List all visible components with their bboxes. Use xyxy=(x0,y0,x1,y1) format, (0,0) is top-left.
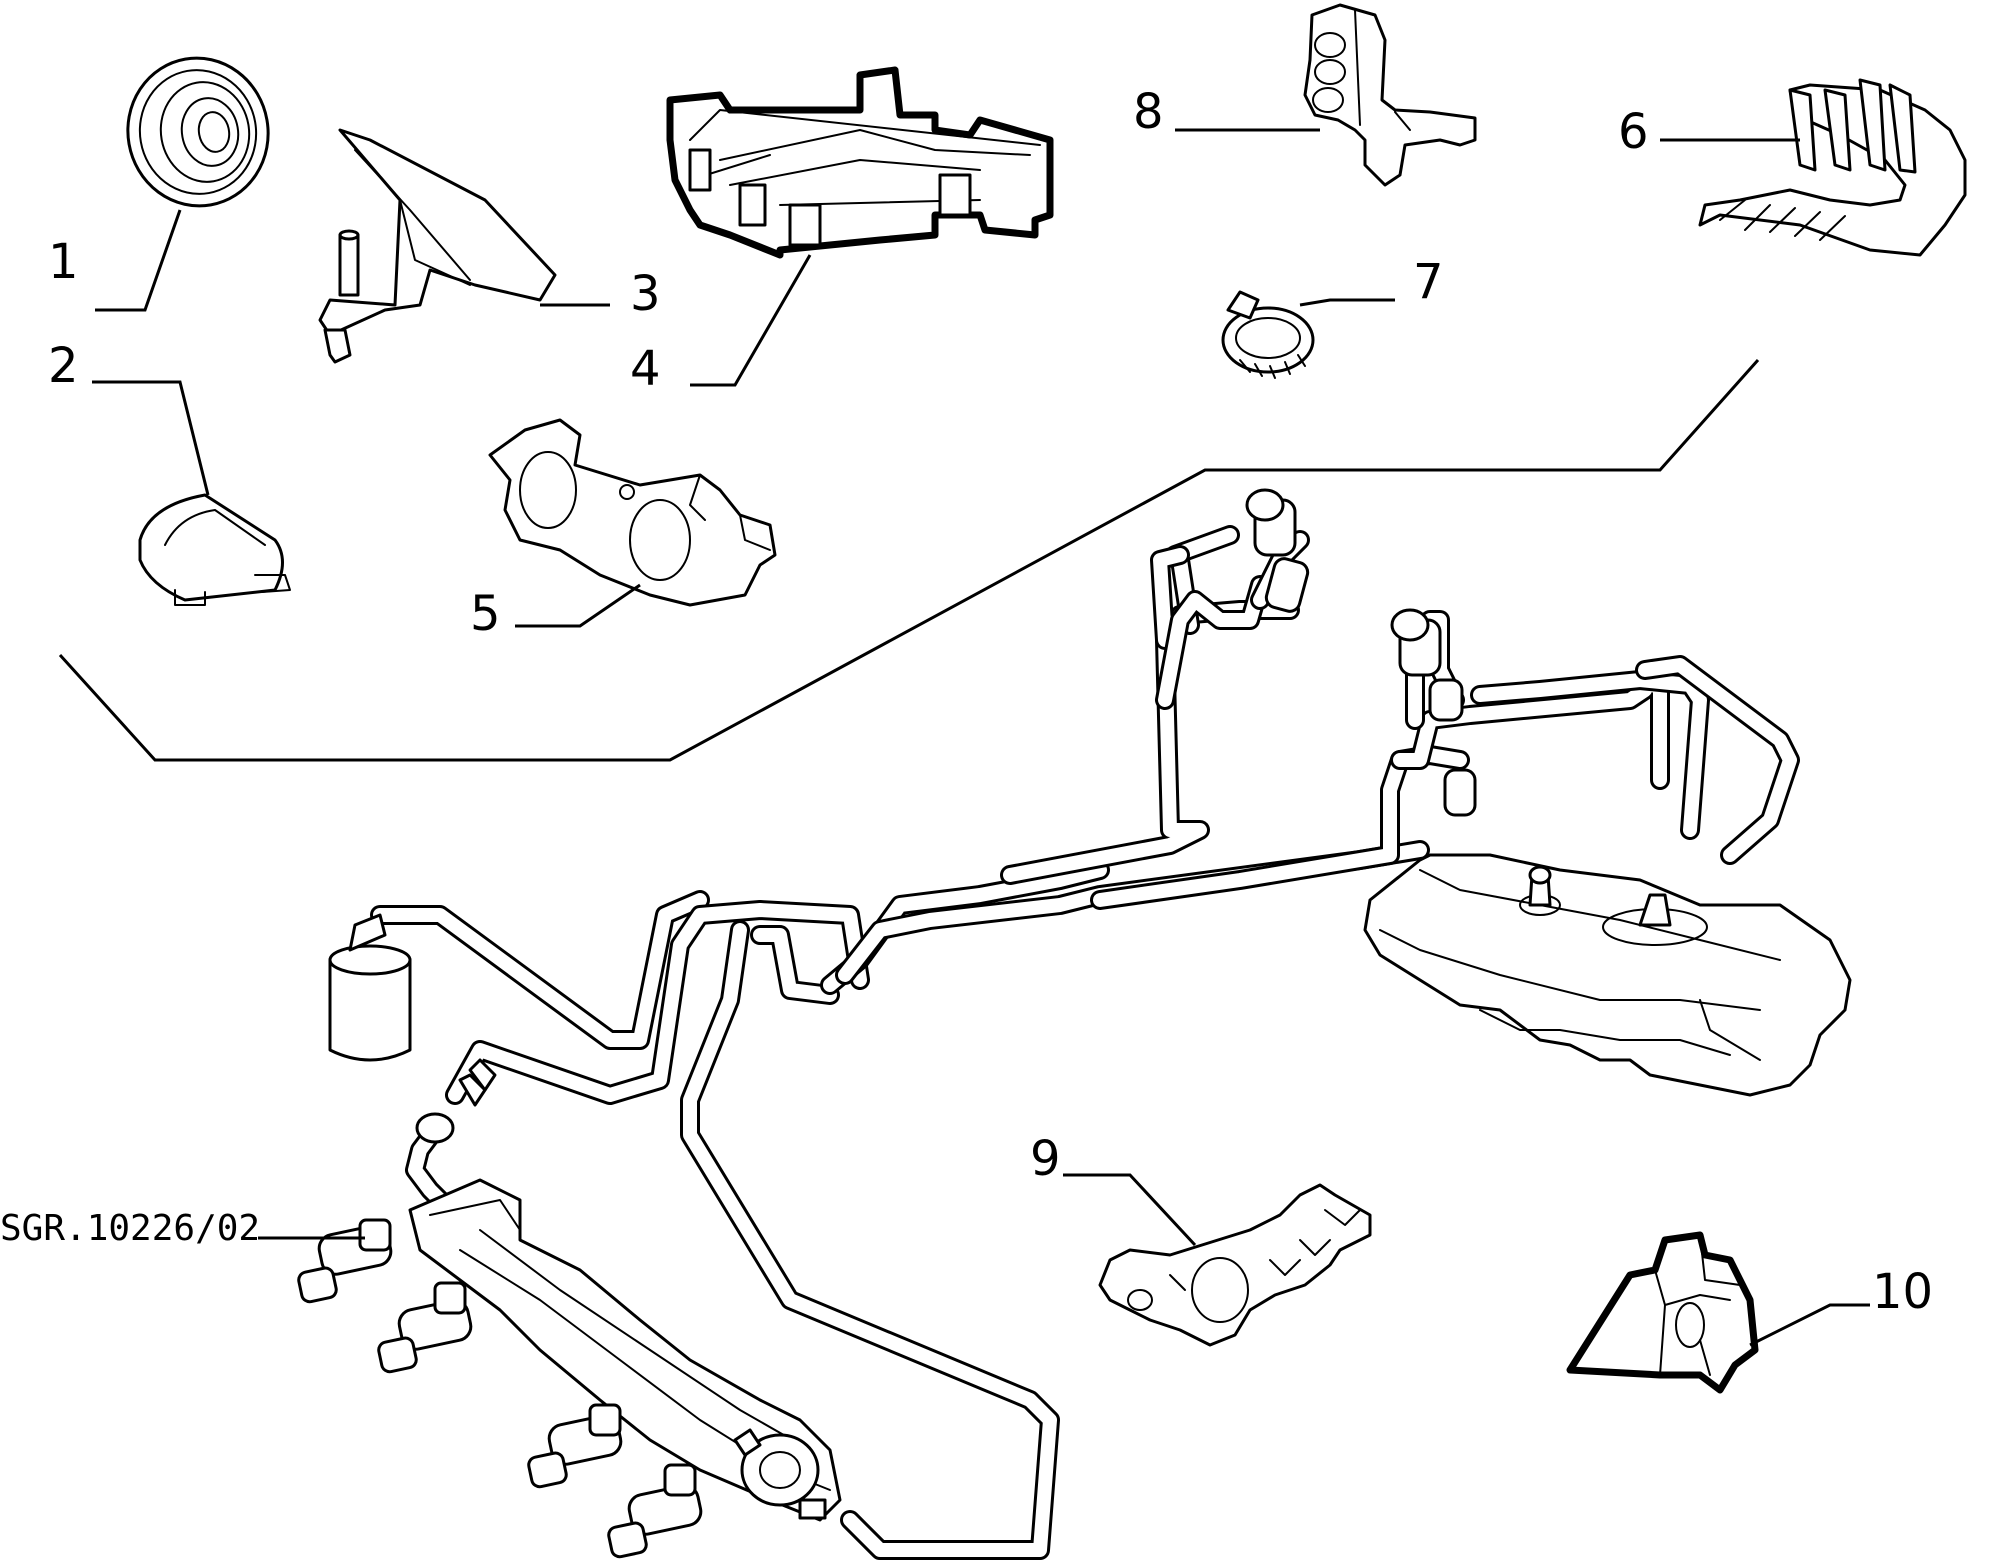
callout-7: 7 xyxy=(1413,254,1444,310)
part-6-comb-clip xyxy=(1698,78,1967,257)
leader-line-5 xyxy=(515,583,641,628)
leader-line-7 xyxy=(1299,298,1395,307)
group-separator-line xyxy=(58,359,1760,762)
callout-1: 1 xyxy=(48,234,79,290)
callout-10: 10 xyxy=(1872,1264,1933,1320)
fuel-line-assembly xyxy=(297,488,1852,1560)
part-4-tray xyxy=(666,66,1054,259)
leader-line-9 xyxy=(1063,1173,1197,1247)
callout-8: 8 xyxy=(1133,84,1164,140)
callout-6: 6 xyxy=(1618,104,1649,160)
leader-line-4 xyxy=(690,254,812,387)
callout-3: 3 xyxy=(630,266,661,322)
part-9-multi-pipe-clip xyxy=(1098,1183,1372,1347)
callout-4: 4 xyxy=(630,341,661,397)
part-2-cap xyxy=(138,493,291,606)
part-5-double-clip xyxy=(488,418,777,607)
part-10-block-clip xyxy=(1566,1231,1759,1394)
part-7-hose-clamp xyxy=(1221,290,1315,379)
callout-5: 5 xyxy=(470,586,501,642)
callout-9: 9 xyxy=(1030,1131,1061,1187)
leader-line-1 xyxy=(95,209,182,312)
leader-line-2 xyxy=(92,380,210,496)
part-1-grommet xyxy=(126,56,270,208)
part-8-multi-clip xyxy=(1303,3,1477,187)
leader-line-10 xyxy=(1749,1303,1870,1347)
callout-2: 2 xyxy=(48,338,79,394)
reference-code: SGR.10226/02 xyxy=(0,1208,260,1249)
part-3-bracket xyxy=(318,128,557,364)
